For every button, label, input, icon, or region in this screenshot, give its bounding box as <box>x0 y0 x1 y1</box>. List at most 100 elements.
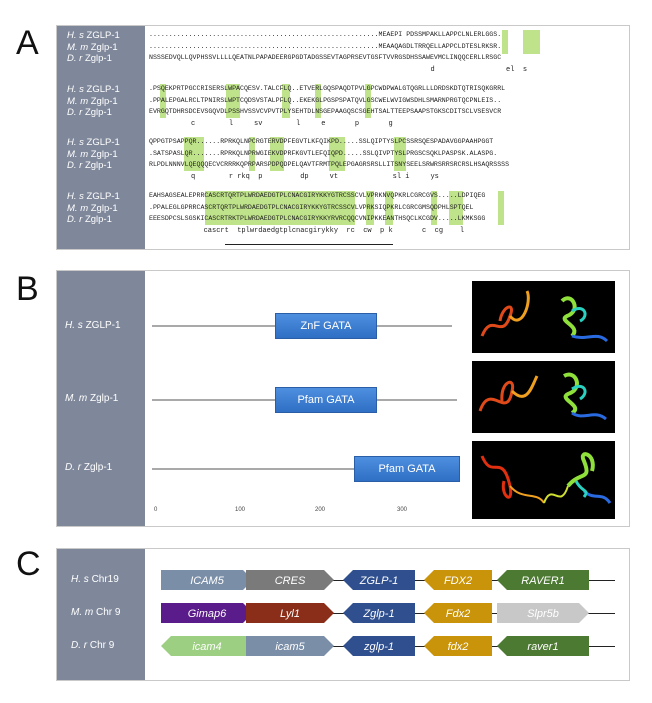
alignment-panel: H. s ZGLP-1.............................… <box>56 25 630 250</box>
alignment-row-label: M. m Zglp-1 <box>67 42 118 53</box>
alignment-row-label: D. r Zglp-1 <box>67 160 112 171</box>
species-name: H. s <box>67 137 84 148</box>
domain-box: Pfam GATA <box>275 387 377 413</box>
gene-name: ZGLP-1 <box>359 575 399 587</box>
gene-name: Zglp-1 <box>84 53 112 64</box>
gene-shape <box>161 636 253 656</box>
species-name: H. s <box>67 191 84 202</box>
species-name: D. r <box>67 107 83 118</box>
gene-arrow: FDX2 <box>424 570 492 590</box>
conserved-highlight <box>498 191 504 225</box>
alignment-row-label: M. m Zglp-1 <box>67 203 118 214</box>
alignment-row-label: H. s ZGLP-1 <box>67 137 120 148</box>
sequence-row: .SATSPASLQR.......RPRKQLNPRWGIEKVDPRFKGV… <box>149 149 498 157</box>
gene-shape <box>424 570 492 590</box>
sequence-row: ........................................… <box>149 42 502 50</box>
gene-name: zglp-1 <box>363 641 394 653</box>
gene-shape <box>424 603 492 623</box>
gene-name: ZGLP-1 <box>86 30 120 41</box>
protein-structure-image <box>472 441 615 519</box>
alignment-row-label: H. s ZGLP-1 <box>67 30 120 41</box>
zinc-finger-underline <box>225 244 393 245</box>
gene-arrow: Fdx2 <box>424 603 492 623</box>
sequence-row: NSSSEDVQLLQVPHSSVLLLLQEATNLPAPADEERGPGDT… <box>149 54 502 61</box>
conserved-highlight <box>315 84 321 118</box>
domain-sidebar <box>57 271 145 526</box>
species-name: D. r <box>67 160 83 171</box>
gene-arrow: fdx2 <box>424 636 492 656</box>
gene-shape <box>161 570 253 590</box>
chromosome-name: Chr 9 <box>96 607 121 618</box>
scale-tick: 100 <box>235 507 246 513</box>
species-name: D. r <box>71 640 88 651</box>
gene-name: fdx2 <box>448 641 469 653</box>
gene-name: Zglp-1 <box>90 41 118 53</box>
species-name: M. m <box>67 41 89 53</box>
conserved-highlight <box>502 30 508 54</box>
consensus-row: d el s <box>149 65 528 74</box>
protein-structure-render <box>480 290 609 343</box>
alignment-row-label: M. m Zglp-1 <box>67 149 118 160</box>
conserved-highlight <box>160 84 166 118</box>
gene-name: ICAM5 <box>190 575 225 587</box>
gene-arrow: icam5 <box>246 636 334 656</box>
conserved-highlight <box>249 137 255 171</box>
conserved-highlight <box>366 191 374 225</box>
gene-shape <box>343 570 415 590</box>
gene-name: Zglp-1 <box>90 393 119 404</box>
alignment-row-label: M. m Zglp-1 <box>67 96 118 107</box>
scale-tick: 0 <box>154 507 158 513</box>
domain-track-label: D. r Zglp-1 <box>65 462 112 473</box>
chromosome-name: Chr19 <box>91 574 119 585</box>
conserved-highlight <box>394 137 406 171</box>
protein-structure-render <box>478 372 607 421</box>
gene-shape <box>424 636 492 656</box>
domain-track-label: H. s ZGLP-1 <box>65 320 121 331</box>
synteny-track-label: M. m Chr 9 <box>71 607 120 618</box>
gene-arrow: CRES <box>246 570 334 590</box>
gene-name: Lyl1 <box>280 608 300 620</box>
gene-arrow: icam4 <box>161 636 253 656</box>
gene-shape <box>497 570 589 590</box>
consensus-row: cascrt tplwrdaedgtplcnacgirykky rc cw p … <box>149 226 465 235</box>
gene-name: ZGLP-1 <box>86 191 120 202</box>
conserved-highlight <box>329 137 345 171</box>
conserved-highlight <box>226 84 240 118</box>
gene-name: Gimap6 <box>188 608 227 620</box>
consensus-row: q r rkq p dp vt sl i ys <box>149 172 439 181</box>
sequence-row: ........................................… <box>149 31 502 38</box>
alignment-row-label: H. s ZGLP-1 <box>67 191 120 202</box>
alignment-sidebar <box>57 26 145 249</box>
species-name: D. r <box>67 214 83 225</box>
gene-arrow: Slpr5b <box>497 603 589 623</box>
scale-tick: 300 <box>397 507 408 513</box>
domain-box: ZnF GATA <box>275 313 377 339</box>
panel-letter-c: C <box>16 545 41 583</box>
conserved-highlight <box>534 30 540 54</box>
gene-name: ZGLP-1 <box>86 84 120 95</box>
scale-tick: 200 <box>315 507 326 513</box>
conserved-highlight <box>205 191 355 225</box>
sequence-row: .PPALEGLGPRRCASCRTQRTPLWRDAEDGTPLCNACGIR… <box>149 203 474 211</box>
species-name: D. r <box>65 462 82 473</box>
gene-shape <box>161 603 253 623</box>
alignment-row-label: D. r Zglp-1 <box>67 214 112 225</box>
alignment-row-label: D. r Zglp-1 <box>67 107 112 118</box>
gene-arrow: Lyl1 <box>246 603 334 623</box>
gene-name: Zglp-1 <box>90 148 118 160</box>
alignment-row-label: H. s ZGLP-1 <box>67 84 120 95</box>
species-name: D. r <box>67 53 83 64</box>
gene-shape <box>343 636 415 656</box>
gene-name: Zglp-1 <box>90 95 118 107</box>
protein-structure-image <box>472 361 615 433</box>
conserved-highlight <box>523 30 537 54</box>
gene-name: RAVER1 <box>521 575 564 587</box>
gene-name: Fdx2 <box>446 608 470 620</box>
gene-shape <box>246 603 334 623</box>
gene-name: Zglp-1 <box>84 107 112 118</box>
gene-shape <box>246 570 334 590</box>
panel-letter-b: B <box>16 270 39 308</box>
gene-arrow: raver1 <box>497 636 589 656</box>
synteny-track-label: D. r Chr 9 <box>71 640 114 651</box>
gene-arrow: ZGLP-1 <box>343 570 415 590</box>
